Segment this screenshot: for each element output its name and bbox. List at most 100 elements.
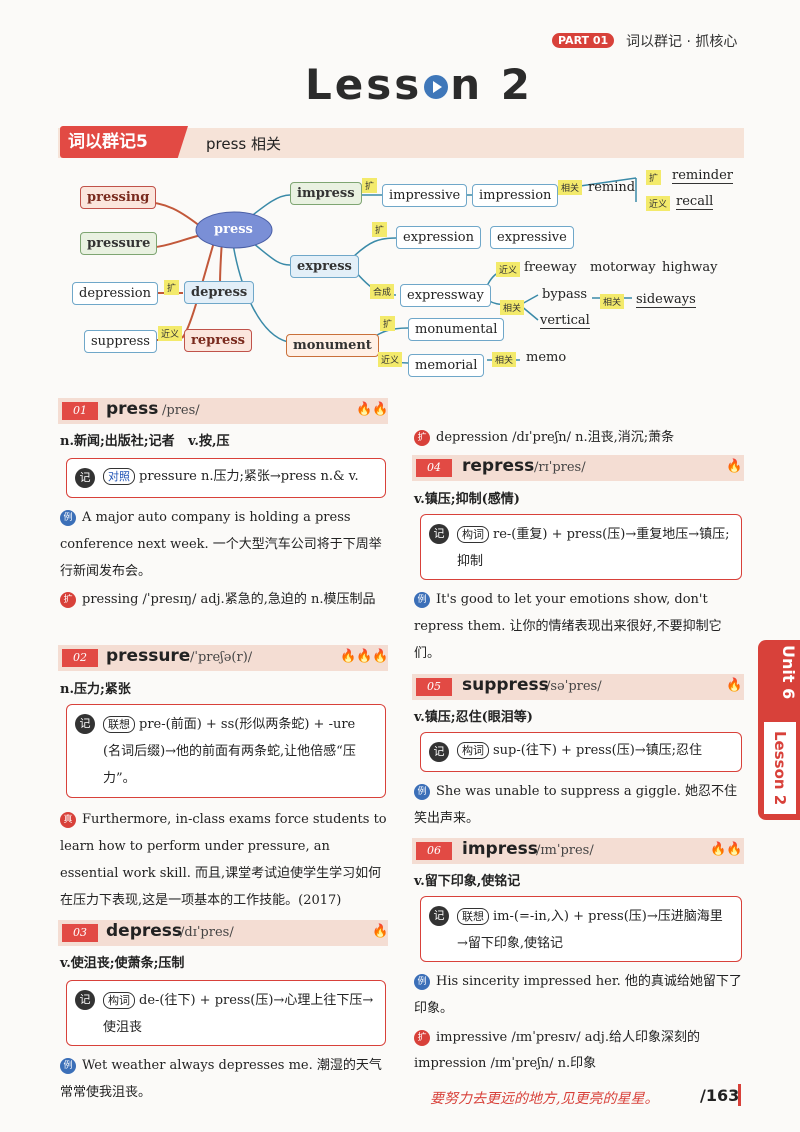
mm-motorway: motorway [590, 260, 656, 275]
box-label: 构词 [457, 526, 489, 543]
mm-pressure: pressure [80, 232, 158, 255]
group-tag: 词以群记5 [60, 126, 188, 158]
page-number: /163 [700, 1086, 740, 1105]
entry-impress-num: 06 [416, 842, 452, 860]
mm-expressway: expressway [400, 284, 491, 307]
entry-suppress-word: suppress [462, 675, 549, 695]
mm-tag-xiangguan-4: 相关 [492, 352, 517, 367]
mm-center: press [214, 222, 253, 237]
mm-vertical: vertical [540, 313, 590, 329]
memo-icon: 记 [75, 714, 95, 734]
footer-motto: 要努力去更远的地方,见更亮的星星。 [430, 1091, 659, 1107]
mm-impressive: impressive [382, 184, 468, 207]
play-icon[interactable] [424, 74, 449, 99]
mm-tag-kuo-5: 扩 [380, 316, 396, 331]
memo-icon: 记 [429, 742, 449, 762]
memo-icon: 记 [429, 524, 449, 544]
box-label: 构词 [103, 992, 135, 1009]
mm-expression: expression [396, 226, 481, 249]
mm-expressive: expressive [490, 226, 574, 249]
flame-icon: 🔥🔥 [710, 842, 743, 857]
mm-tag-jinyi-1: 近义 [158, 326, 183, 341]
mm-impression: impression [472, 184, 559, 207]
exam-icon: 真 [60, 811, 76, 828]
flame-icon: 🔥🔥🔥 [340, 649, 389, 664]
mm-sideways: sideways [636, 292, 696, 308]
group-topic: press 相关 [206, 135, 281, 153]
mm-memo: memo [526, 350, 567, 365]
memo-icon: 记 [75, 468, 95, 488]
box-label: 对照 [103, 468, 135, 485]
entry-repress-word: repress [462, 456, 535, 476]
flame-icon: 🔥 [372, 924, 389, 939]
page-bar [738, 1084, 741, 1106]
entry-suppress-ipa: /səˈpres/ [546, 679, 602, 694]
flame-icon: 🔥🔥 [356, 402, 389, 417]
entry-press-head [58, 398, 388, 424]
entry-suppress-head [412, 674, 744, 700]
mm-tag-kuo-3: 扩 [646, 170, 662, 185]
example-icon: 例 [414, 973, 430, 990]
entry-press-word: press [106, 399, 159, 419]
mm-tag-xiangguan-2: 相关 [500, 300, 525, 315]
box-label: 联想 [457, 908, 489, 925]
side-lesson: Lesson 2 [762, 720, 798, 816]
entry-impress-word: impress [462, 839, 538, 859]
mm-tag-kuo-2: 扩 [362, 178, 378, 193]
memo-icon: 记 [75, 990, 95, 1010]
entry-pressure-head [58, 645, 388, 671]
entry-depress-ipa: /dɪˈpres/ [180, 925, 234, 940]
mm-reminder: reminder [672, 168, 733, 184]
example-icon: 例 [60, 1057, 76, 1074]
mm-depression: depression [72, 282, 158, 305]
entry-repress-ipa: /rɪˈpres/ [534, 460, 586, 475]
entry-pressure-meaning: n.压力;紧张 [60, 682, 131, 697]
mm-depress: depress [184, 281, 255, 304]
mm-tag-hecheng: 合成 [370, 284, 395, 299]
mm-impress: impress [290, 182, 362, 205]
mm-pressing: pressing [80, 186, 157, 209]
entry-depress-word: depress [106, 921, 183, 941]
entry-press-meaning: n.新闻;出版社;记者 v.按,压 [60, 434, 230, 449]
mm-highway: highway [662, 260, 718, 275]
entry-impress-extension-2: impression /ɪmˈpreʃn/ n.印象 [414, 1056, 597, 1071]
mm-monument: monument [286, 334, 379, 357]
example-icon: 例 [60, 509, 76, 526]
mm-tag-jinyi-4: 近义 [378, 352, 403, 367]
extension-icon: 扩 [414, 429, 430, 446]
entry-impress-ipa: /ɪmˈpres/ [536, 843, 594, 858]
entry-depress-meaning: v.使沮丧;使萧条;压制 [60, 956, 185, 971]
entry-depress-head [58, 920, 388, 946]
entry-impress-meaning: v.留下印象,使铭记 [414, 874, 521, 889]
part-title: 词以群记 · 抓核心 [626, 34, 738, 50]
mm-tag-jinyi-2: 近义 [646, 196, 671, 211]
box-label: 联想 [103, 716, 135, 733]
lesson-suffix: n 2 [450, 60, 533, 109]
entry-pressure-word: pressure [106, 646, 191, 666]
memo-icon: 记 [429, 906, 449, 926]
side-unit: Unit 6 [779, 645, 798, 700]
mm-tag-kuo-1: 扩 [164, 280, 180, 295]
mm-repress: repress [184, 329, 252, 352]
part-badge: PART 01 [552, 33, 615, 48]
entry-press-num: 01 [62, 402, 98, 420]
entry-repress-head [412, 455, 744, 481]
mm-memorial: memorial [408, 354, 485, 377]
extension-icon: 扩 [60, 591, 76, 608]
mm-tag-xiangguan-3: 相关 [600, 294, 625, 309]
extension-icon: 扩 [414, 1029, 430, 1046]
entry-impress-head [412, 838, 744, 864]
mm-freeway: freeway [524, 260, 577, 275]
mm-tag-xiangguan-1: 相关 [558, 180, 583, 195]
